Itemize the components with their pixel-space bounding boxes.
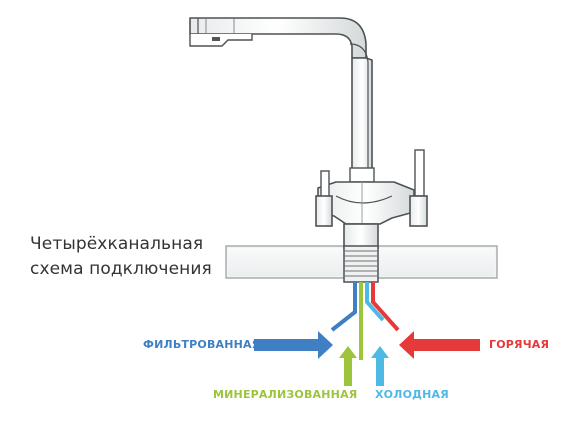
spout-column xyxy=(351,57,373,179)
label-cold-water: ХОЛОДНАЯ xyxy=(375,388,449,401)
hose-hot xyxy=(371,282,400,332)
label-mineralized-water: МИНЕРАЛИЗОВАННАЯ xyxy=(213,388,358,401)
hose-filtered xyxy=(330,282,357,332)
spout-tip xyxy=(189,34,253,47)
right-handle-lever xyxy=(414,149,425,197)
diagram-caption: Четырёхканальная схема подключения xyxy=(30,232,212,282)
arrow-hot xyxy=(399,331,480,359)
arrow-filtered xyxy=(254,331,333,359)
inlet-hoses xyxy=(330,282,400,360)
label-filtered-water: ФИЛЬТРОВАННАЯ xyxy=(143,338,261,351)
faucet-stem xyxy=(343,223,379,249)
caption-line-1: Четырёхканальная xyxy=(30,234,204,254)
left-handle-lever xyxy=(320,170,330,198)
right-handle-base xyxy=(409,195,428,227)
arrow-cold xyxy=(371,346,389,386)
caption-line-2: схема подключения xyxy=(30,259,212,279)
label-hot-water: ГОРЯЧАЯ xyxy=(489,338,550,351)
left-handle-base xyxy=(315,195,333,227)
arrow-mineral xyxy=(339,346,357,386)
hose-cold xyxy=(365,282,385,322)
